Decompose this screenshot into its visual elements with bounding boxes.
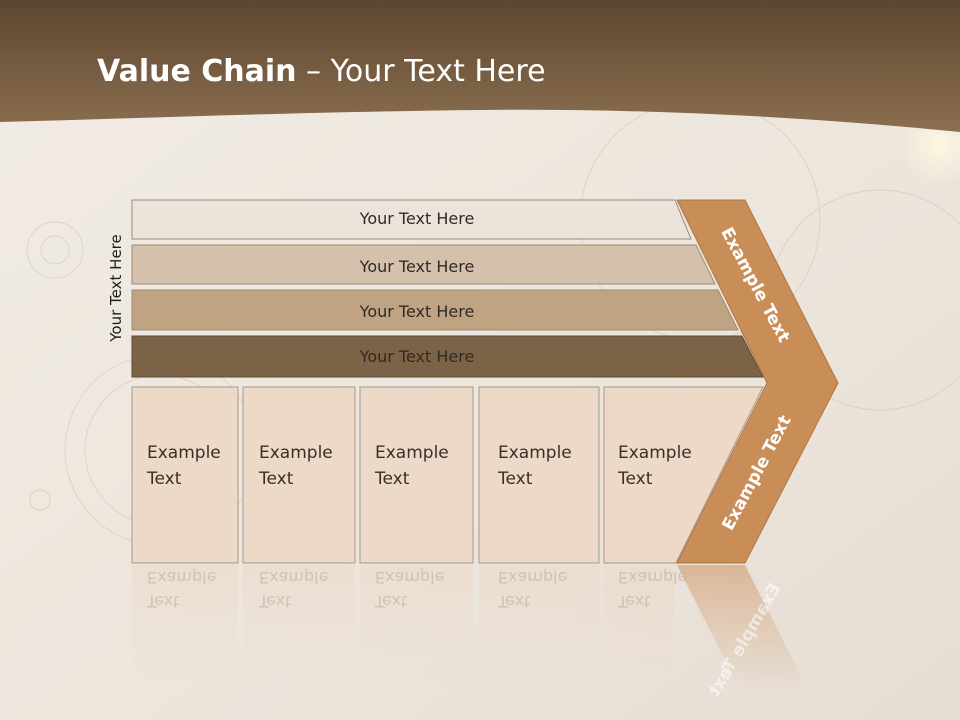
bar-4-label: Your Text Here — [359, 347, 475, 366]
slide-title: Value Chain – Your Text Here — [97, 54, 546, 89]
box-3-reflection: Text Example — [375, 565, 444, 613]
bar-2-shape — [131, 244, 716, 285]
box-1-reflection: Text Example — [147, 565, 216, 613]
box-4-reflection: Text Example — [498, 565, 567, 613]
box-3-reflection-line1: Example — [375, 568, 445, 587]
chevron-shape — [676, 199, 839, 564]
bar-1-shape — [131, 199, 692, 240]
box-5-reflection-line2: Text — [618, 592, 651, 611]
box-2-shape — [242, 386, 356, 564]
box-2-reflection: Text Example — [259, 565, 328, 613]
title-bold: Value Chain — [97, 54, 297, 89]
box-5-shape — [603, 386, 764, 564]
box-3-shape — [359, 386, 474, 564]
box-2-text: Example Text — [259, 440, 333, 492]
box-3-reflection-line2: Text — [375, 592, 408, 611]
box-1-reflection-line1: Example — [147, 568, 217, 587]
bar-2-label: Your Text Here — [359, 257, 475, 276]
box-5-text: Example Text — [618, 440, 692, 492]
box-5-reflection: Text Example — [618, 565, 687, 613]
box-1-text: Example Text — [147, 440, 221, 492]
box-2-line1: Example — [259, 443, 333, 463]
box-1-line2: Text — [147, 469, 182, 489]
title-rest: – Your Text Here — [296, 54, 546, 89]
box-5-reflection-line1: Example — [618, 568, 688, 587]
box-1-line1: Example — [147, 443, 221, 463]
box-4-text: Example Text — [498, 440, 572, 492]
box-4-shape — [478, 386, 600, 564]
box-5-line2: Text — [618, 469, 653, 489]
bar-1-label: Your Text Here — [359, 209, 475, 228]
bar-4-shape — [131, 335, 764, 378]
box-5-line1: Example — [618, 443, 692, 463]
box-2-line2: Text — [259, 469, 294, 489]
box-2-reflection-line1: Example — [259, 568, 329, 587]
box-3-text: Example Text — [375, 440, 449, 492]
box-3-line2: Text — [375, 469, 410, 489]
side-label: Your Text Here — [107, 234, 125, 342]
box-1-shape — [131, 386, 239, 564]
bar-3-shape — [131, 289, 739, 331]
box-4-line2: Text — [498, 469, 533, 489]
box-4-line1: Example — [498, 443, 572, 463]
box-4-reflection-line1: Example — [498, 568, 568, 587]
box-3-line1: Example — [375, 443, 449, 463]
box-2-reflection-line2: Text — [259, 592, 292, 611]
box-1-reflection-line2: Text — [147, 592, 180, 611]
bar-3-label: Your Text Here — [359, 302, 475, 321]
box-4-reflection-line2: Text — [498, 592, 531, 611]
